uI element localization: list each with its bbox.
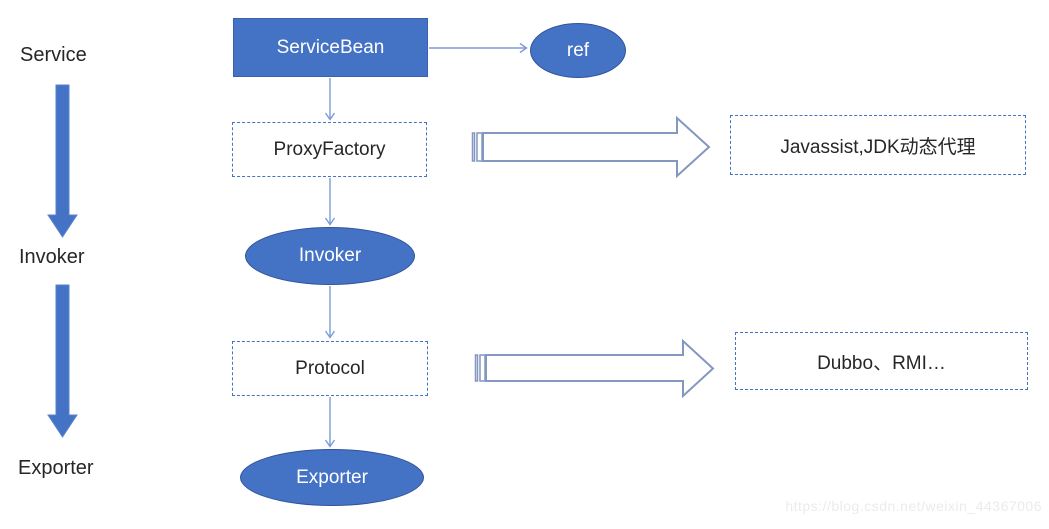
watermark-url: https://blog.csdn.net/weixin_44367006 — [785, 498, 1042, 514]
stage-label-service: Service — [20, 44, 87, 66]
stage-label-exporter: Exporter — [18, 457, 94, 479]
stage-arrow-invoker-to-exporter — [47, 284, 78, 438]
node-servicebean: ServiceBean — [233, 18, 428, 77]
stage-label-invoker: Invoker — [19, 246, 85, 268]
stage-arrow-service-to-invoker — [47, 84, 78, 238]
node-invoker: Invoker — [245, 227, 415, 285]
node-proxyfactory: ProxyFactory — [232, 122, 427, 177]
block-arrow-proxyfactory-to-impl — [471, 115, 711, 179]
node-protocol-implementations: Dubbo、RMI… — [735, 332, 1028, 390]
node-protocol: Protocol — [232, 341, 428, 396]
node-proxy-implementations: Javassist,JDK动态代理 — [730, 115, 1026, 175]
block-arrow-protocol-to-impl — [474, 338, 715, 399]
node-exporter: Exporter — [240, 449, 424, 506]
node-ref: ref — [530, 23, 626, 78]
